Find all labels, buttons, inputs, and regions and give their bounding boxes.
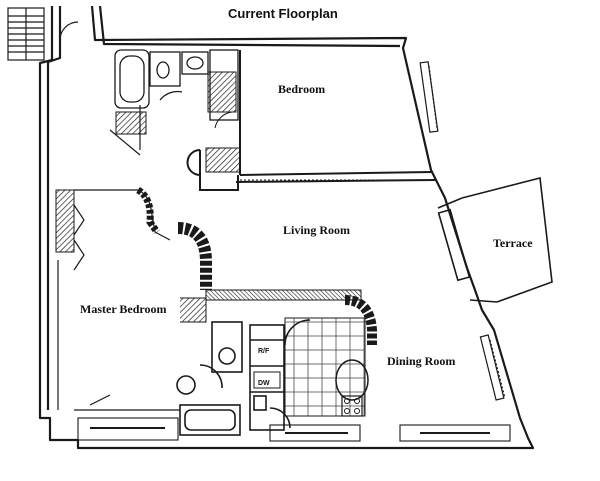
entry-stair [7, 7, 79, 61]
bottom-windows [77, 417, 511, 442]
room-label-dining-room: Dining Room [387, 354, 456, 368]
exterior-walls [38, 5, 535, 450]
core-walls [176, 319, 311, 436]
kitchen-counter [205, 289, 362, 301]
room-label-living-room: Living Room [283, 223, 351, 237]
bedroom-walls [186, 50, 437, 191]
plan-title: Current Floorplan [228, 6, 338, 21]
room-label-master-bedroom: Master Bedroom [80, 302, 167, 316]
stove [341, 395, 363, 417]
top-bathroom [114, 49, 239, 121]
windows-right [419, 61, 506, 401]
kitchen-floor-tiles [284, 317, 366, 417]
closet-shelving [205, 147, 241, 173]
room-label-terrace: Terrace [493, 236, 533, 250]
closet-shelving [115, 111, 147, 135]
fixture-label-refrigerator: R/F [258, 348, 270, 355]
closet-shelving [180, 297, 207, 323]
room-label-bedroom: Bedroom [278, 82, 326, 96]
dining-table [335, 359, 369, 401]
fixture-label-dishwasher: DW [258, 380, 270, 387]
terrace-outline [437, 176, 553, 303]
closet-shelving [207, 71, 237, 113]
closet-shelving [55, 189, 75, 253]
master-bedroom-walls [57, 189, 180, 411]
